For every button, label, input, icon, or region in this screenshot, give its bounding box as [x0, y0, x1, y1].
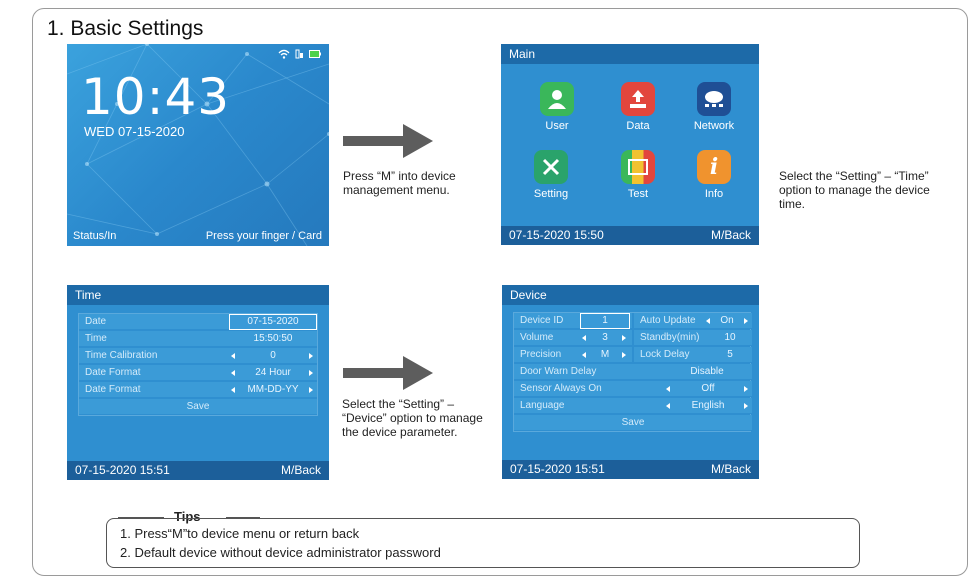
footer-datetime: 07-15-2020 15:51	[75, 463, 170, 477]
section-frame	[32, 8, 968, 576]
table-row[interactable]: Standby(min) 10	[634, 330, 752, 346]
arrow-right-icon[interactable]	[309, 353, 313, 359]
table-row[interactable]: Volume 3	[514, 330, 632, 346]
time-table: Date 07-15-2020 Time 15:50:50 Time Calib…	[78, 313, 318, 416]
table-row[interactable]: Door Warn Delay Disable	[514, 364, 752, 380]
table-row[interactable]: Date Format MM-DD-YY	[79, 382, 317, 398]
footer-datetime: 07-15-2020 15:51	[510, 462, 605, 476]
arrow-right-icon	[343, 124, 433, 158]
back-hint: M/Back	[710, 462, 751, 476]
arrow-left-icon[interactable]	[231, 370, 235, 376]
table-row[interactable]: Precision M	[514, 347, 632, 363]
table-row[interactable]: Time Calibration 0	[79, 348, 317, 364]
arrow-left-icon[interactable]	[231, 353, 235, 359]
instruction-step1: Press “M” into device management menu.	[343, 169, 456, 197]
arrow-right-icon	[343, 356, 433, 390]
menu-label: Data	[626, 120, 650, 132]
menu-item-info[interactable]: i Info	[683, 150, 745, 200]
data-upload-icon	[621, 82, 655, 116]
table-row[interactable]: Date Format 24 Hour	[79, 365, 317, 381]
arrow-right-icon[interactable]	[622, 335, 626, 341]
device-table: Device ID 1 Auto Update On Volume 3 Stan…	[513, 312, 752, 432]
footer-datetime: 07-15-2020 15:50	[509, 228, 604, 242]
menu-item-network[interactable]: Network	[683, 82, 745, 132]
status-label: Status/In	[73, 230, 117, 242]
user-icon	[540, 82, 574, 116]
arrow-right-icon[interactable]	[309, 370, 313, 376]
tips-title: Tips	[174, 509, 201, 524]
table-row[interactable]: Language English	[514, 398, 752, 414]
time-settings-screen: Time Date 07-15-2020 Time 15:50:50 Time …	[67, 285, 329, 480]
network-pattern	[67, 44, 329, 246]
instruction-step2: Select the “Setting” – “Time” option to …	[779, 169, 930, 211]
time-footer: 07-15-2020 15:51 M/Back	[67, 461, 329, 480]
main-title: Main	[501, 44, 759, 64]
tips-box	[106, 518, 860, 568]
test-icon	[621, 150, 655, 184]
menu-item-setting[interactable]: Setting	[520, 150, 582, 200]
page-title: 1. Basic Settings	[47, 17, 204, 40]
arrow-left-icon[interactable]	[582, 352, 586, 358]
prompt-label: Press your finger / Card	[205, 230, 322, 242]
link-icon	[295, 49, 303, 59]
table-row[interactable]: Device ID 1	[514, 313, 632, 329]
clock-display: 10:43	[81, 68, 231, 126]
wifi-icon	[278, 49, 290, 59]
arrow-left-icon[interactable]	[231, 387, 235, 393]
network-cloud-icon	[697, 82, 731, 116]
device-footer: 07-15-2020 15:51 M/Back	[502, 460, 759, 479]
date-display: WED 07-15-2020	[84, 124, 185, 139]
main-menu-screen: Main User Data Network Setting Test i In…	[501, 44, 759, 245]
device-settings-screen: Device Device ID 1 Auto Update On Volume…	[502, 285, 759, 479]
menu-label: Info	[704, 188, 724, 200]
main-footer: 07-15-2020 15:50 M/Back	[501, 226, 759, 245]
table-row[interactable]: Time 15:50:50	[79, 331, 317, 347]
time-title: Time	[67, 285, 329, 305]
arrow-left-icon[interactable]	[706, 318, 710, 324]
arrow-right-icon[interactable]	[744, 403, 748, 409]
arrow-right-icon[interactable]	[622, 352, 626, 358]
tip-item: 2. Default device without device adminis…	[120, 545, 441, 560]
menu-label: Network	[693, 120, 735, 132]
save-button[interactable]: Save	[79, 399, 317, 415]
system-icons	[278, 49, 321, 59]
arrow-left-icon[interactable]	[666, 403, 670, 409]
arrow-right-icon[interactable]	[744, 318, 748, 324]
menu-label: Test	[627, 188, 649, 200]
back-hint: M/Back	[280, 463, 321, 477]
instruction-step3: Select the “Setting” – “Device” option t…	[342, 397, 483, 439]
menu-item-test[interactable]: Test	[607, 150, 669, 200]
menu-label: User	[545, 120, 569, 132]
tips-divider	[226, 517, 260, 518]
back-hint: M/Back	[710, 228, 751, 242]
save-button[interactable]: Save	[514, 415, 752, 431]
battery-icon	[309, 50, 321, 58]
tools-icon	[534, 150, 568, 184]
table-row[interactable]: Auto Update On	[634, 313, 752, 329]
table-row[interactable]: Lock Delay 5	[634, 347, 752, 363]
menu-label: Setting	[533, 188, 569, 200]
menu-item-data[interactable]: Data	[607, 82, 669, 132]
tips-divider	[118, 517, 164, 518]
arrow-left-icon[interactable]	[582, 335, 586, 341]
arrow-left-icon[interactable]	[666, 386, 670, 392]
arrow-right-icon[interactable]	[309, 387, 313, 393]
info-icon: i	[697, 150, 731, 184]
arrow-right-icon[interactable]	[744, 386, 748, 392]
tip-item: 1. Press“M”to device menu or return back	[120, 526, 360, 541]
table-row[interactable]: Sensor Always On Off	[514, 381, 752, 397]
device-title: Device	[502, 285, 759, 305]
lock-screen: 10:43 WED 07-15-2020 Status/In Press you…	[67, 44, 329, 246]
table-row[interactable]: Date 07-15-2020	[79, 314, 317, 330]
menu-item-user[interactable]: User	[526, 82, 588, 132]
